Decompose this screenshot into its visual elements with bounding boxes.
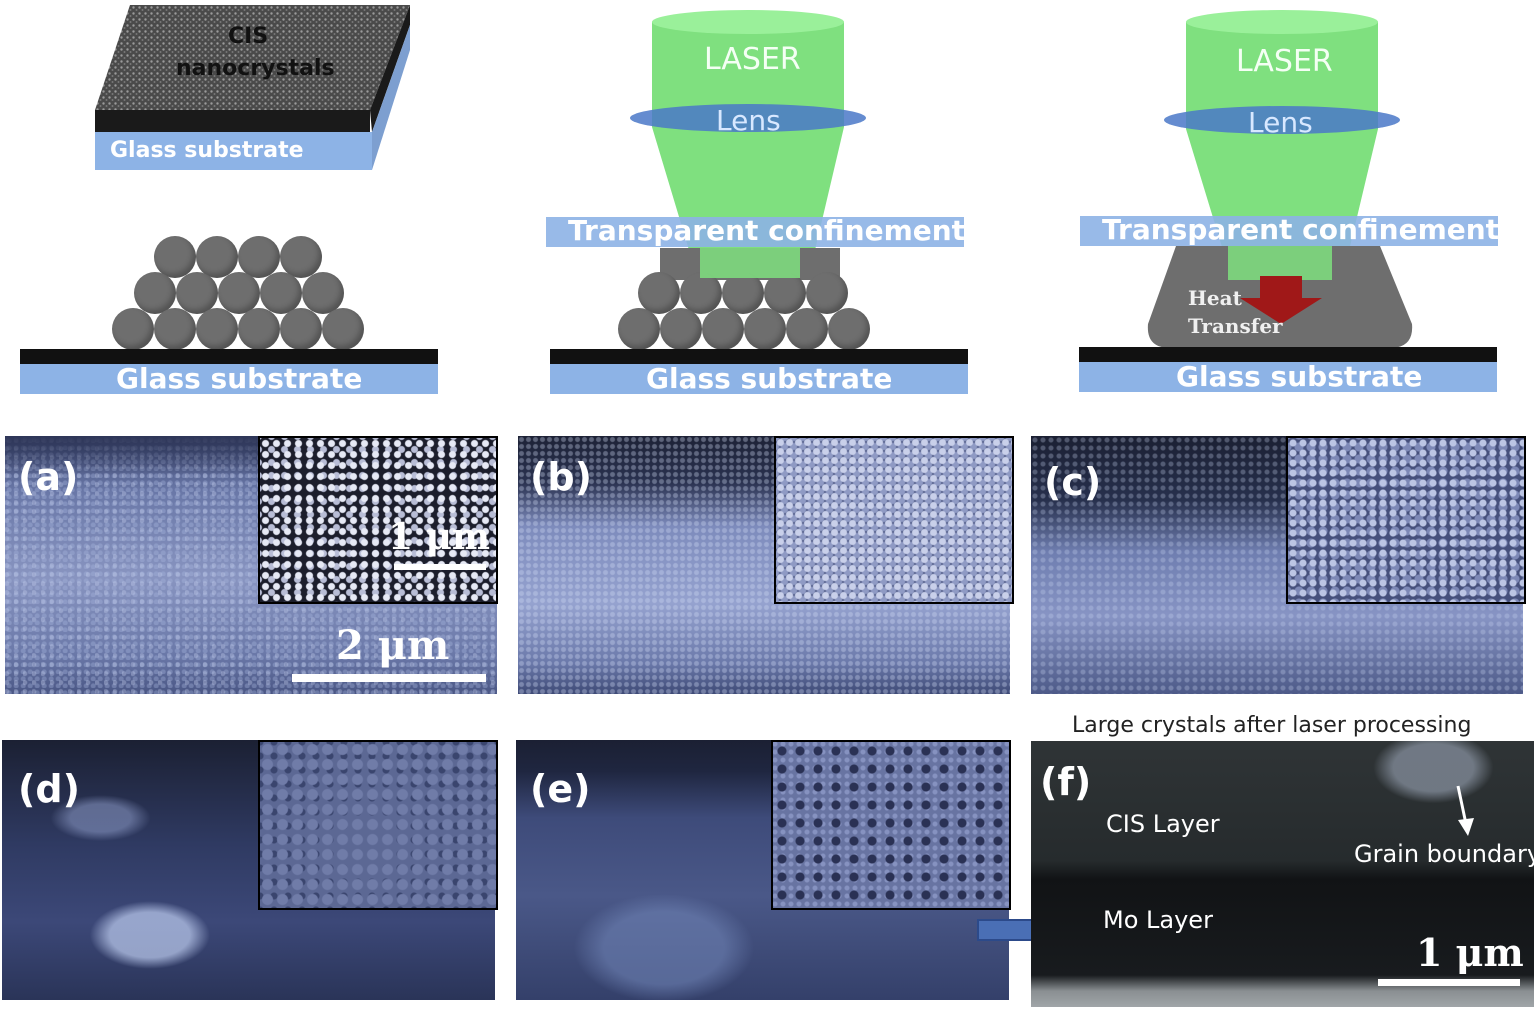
grain-boundary-label: Grain boundary — [1354, 840, 1536, 868]
sem-panel-f — [1031, 741, 1534, 1007]
stage3-substrate-label: Glass substrate — [1176, 360, 1423, 393]
heat-label-line1: Heat — [1188, 286, 1242, 310]
inset-d — [258, 740, 498, 910]
stage2-confinement — [546, 217, 964, 247]
cis-label-line1: CIS — [228, 24, 269, 49]
inset-a-scale-label: 1 μm — [388, 516, 491, 558]
heat-label-line2: Transfer — [1188, 314, 1283, 338]
inset-e — [771, 740, 1011, 910]
panel-letter-a: (a) — [18, 455, 79, 499]
inset-c — [1286, 436, 1526, 604]
panel-letter-b: (b) — [530, 455, 592, 499]
stage3-confinement-label: Transparent confinement — [1102, 213, 1500, 246]
cis-layer-label: CIS Layer — [1106, 810, 1220, 838]
stage2-black-layer — [550, 349, 968, 364]
inset-a-scale-bar — [394, 564, 486, 570]
inset-b — [774, 436, 1014, 604]
panel-letter-e: (e) — [530, 767, 591, 811]
panel-f-scale-bar — [1378, 979, 1520, 986]
panel-letter-c: (c) — [1044, 460, 1102, 504]
stage3-lens-label: Lens — [1248, 106, 1313, 139]
stage2-lens-label: Lens — [716, 104, 781, 137]
stage3-confinement — [1080, 216, 1498, 246]
grain-boundary-arrow-icon — [1456, 785, 1474, 836]
panel-f-caption: Large crystals after laser processing — [1072, 713, 1472, 738]
cis-film-box — [95, 5, 410, 170]
main-a-scale-label: 2 μm — [336, 622, 450, 669]
stage1-black-layer — [20, 349, 438, 364]
stage1-glass — [20, 364, 438, 394]
panel-letter-f: (f) — [1040, 760, 1092, 804]
stage3-black-layer — [1079, 347, 1497, 362]
cis-label-line2: nanocrystals — [176, 56, 335, 81]
stage2-laser-label: LASER — [704, 42, 801, 77]
stage2-confinement-label: Transparent confinement — [568, 214, 966, 247]
panel-letter-d: (d) — [18, 767, 80, 811]
mo-layer-label: Mo Layer — [1103, 906, 1213, 934]
panel-f-scale-label: 1 μm — [1416, 930, 1524, 975]
stage3-laser-label: LASER — [1236, 44, 1333, 79]
stage1-substrate-label: Glass substrate — [116, 362, 363, 395]
stage2-glass — [550, 364, 968, 394]
heat-arrow-icon — [1240, 276, 1322, 324]
stage3-glass — [1079, 362, 1497, 392]
stage2-substrate-label: Glass substrate — [646, 362, 893, 395]
inset-a — [258, 436, 498, 604]
main-a-scale-bar — [292, 674, 486, 682]
box-substrate-label: Glass substrate — [110, 138, 304, 163]
